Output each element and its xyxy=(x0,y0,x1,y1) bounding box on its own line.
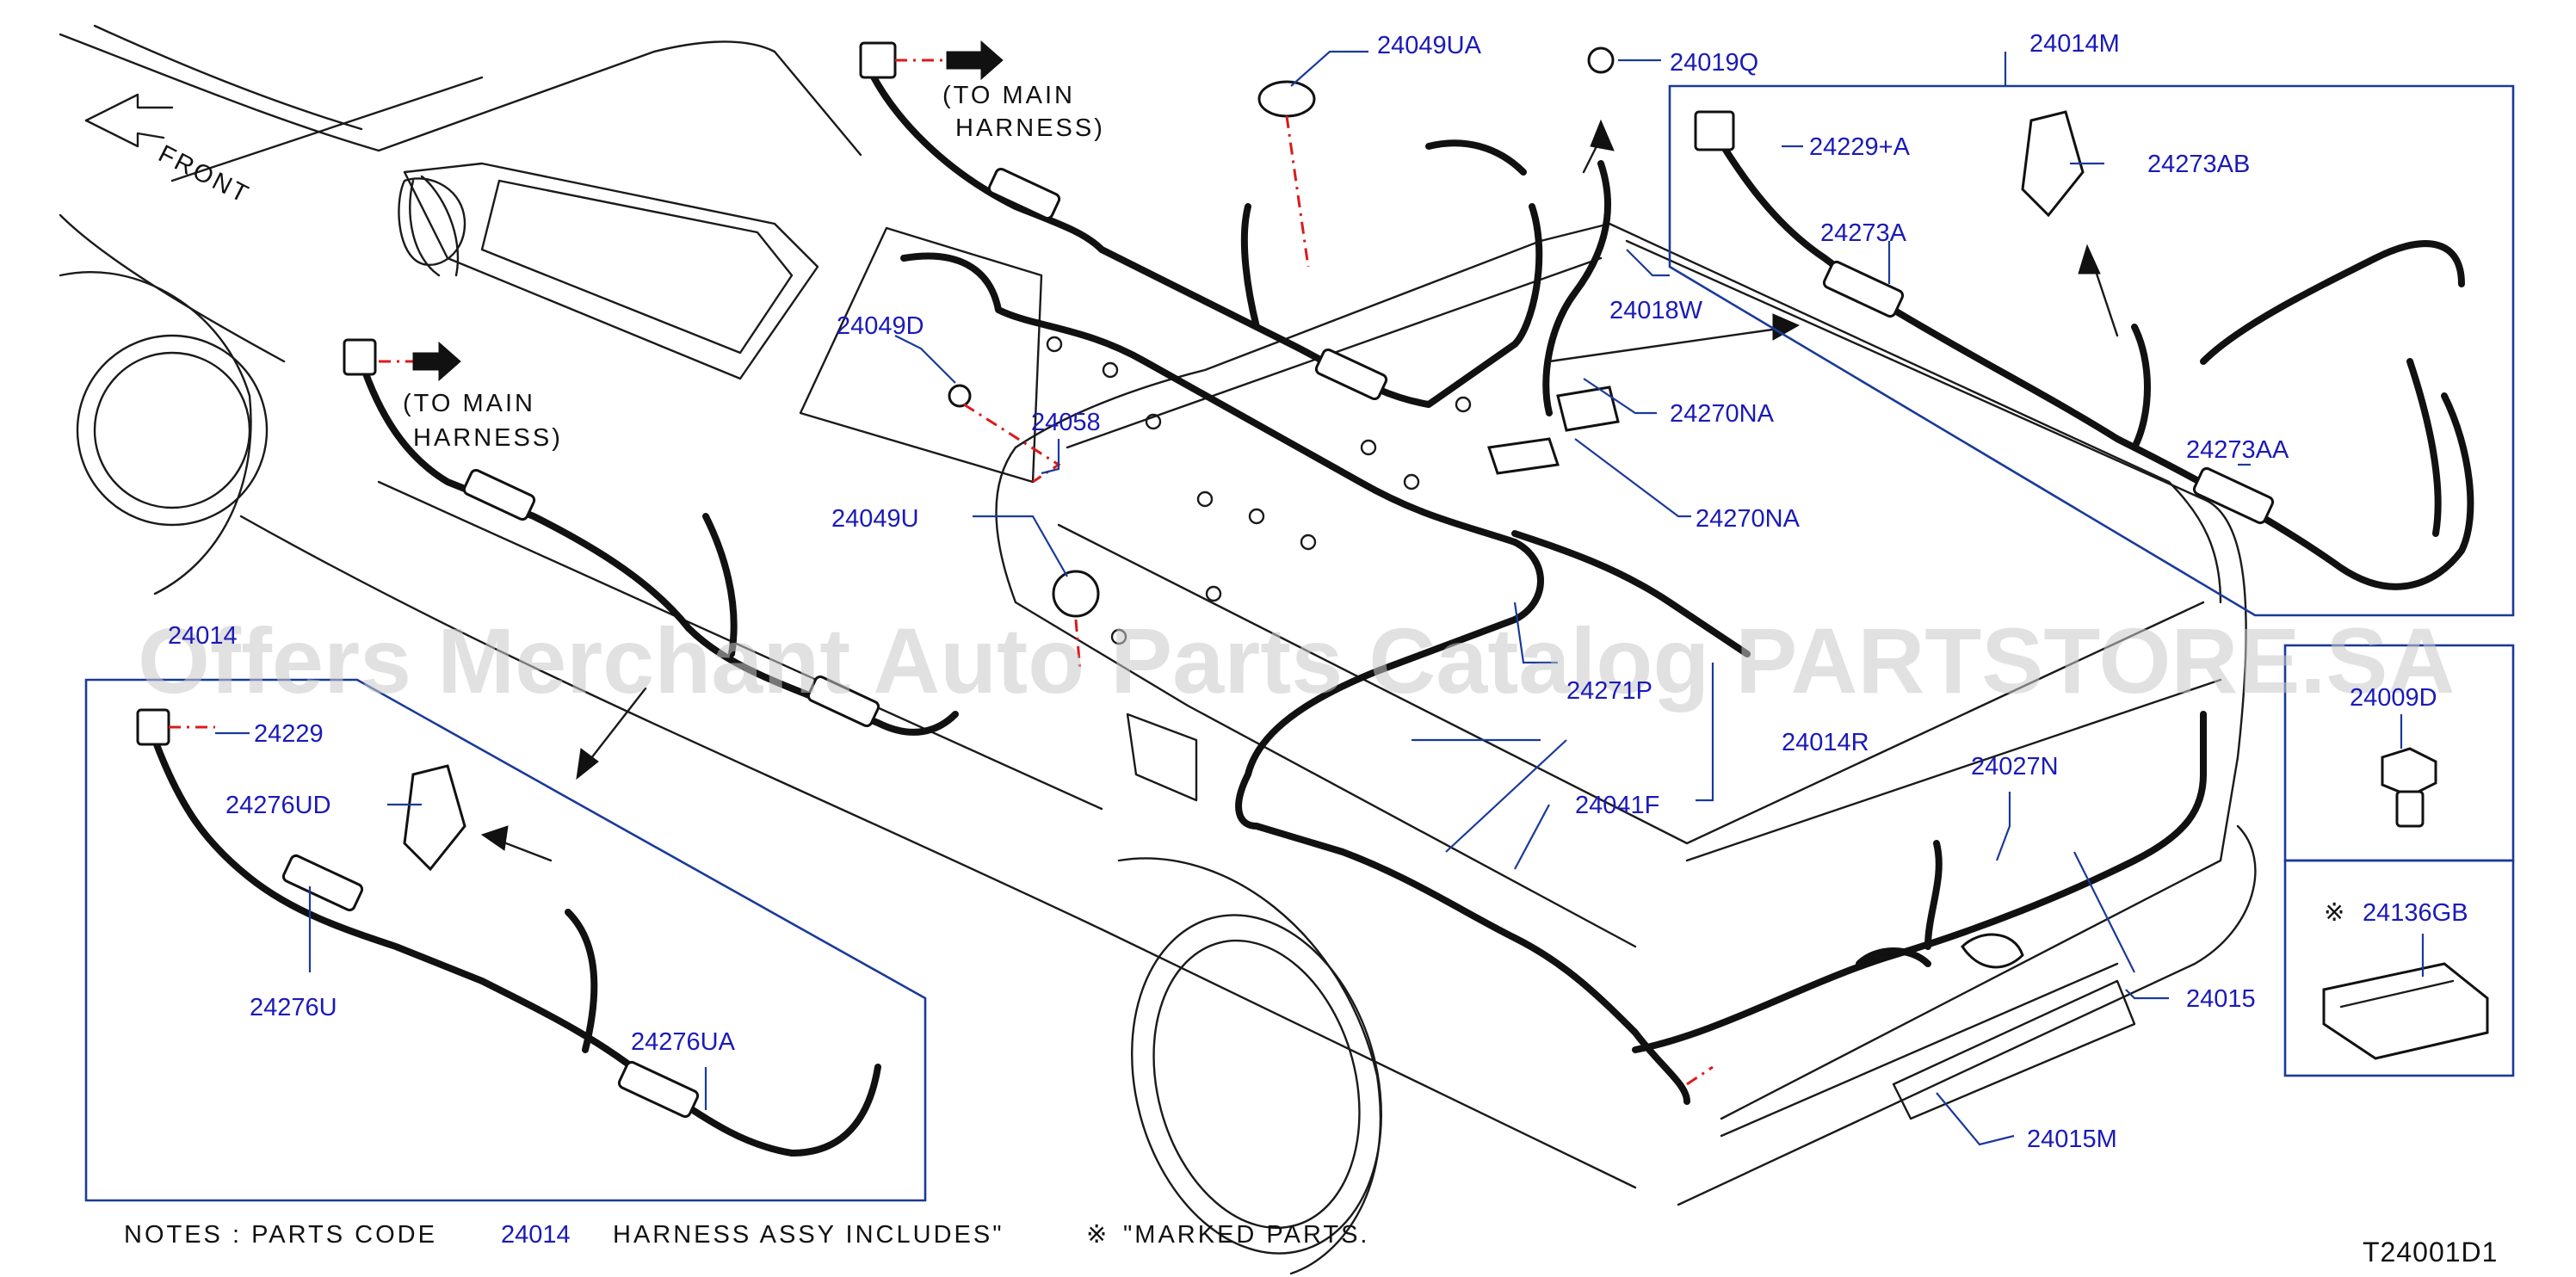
leader-lines xyxy=(215,50,2425,1146)
label-24014: 24014 xyxy=(168,622,238,650)
marked-symbol-24136GB: ※ xyxy=(2324,899,2347,927)
to-main-harness-label-1: (TO MAIN xyxy=(942,82,1075,109)
label-24009D: 24009D xyxy=(2350,684,2437,712)
to-main-harness-label-1b: HARNESS) xyxy=(955,114,1105,142)
inset-box-24014 xyxy=(84,678,927,1202)
label-24229: 24229 xyxy=(254,720,324,748)
label-24273AA: 24273AA xyxy=(2186,436,2289,464)
label-24041F: 24041F xyxy=(1575,792,1659,819)
front-label: FRONT xyxy=(154,140,255,210)
label-24019Q: 24019Q xyxy=(1670,49,1758,77)
label-24276UA: 24276UA xyxy=(631,1028,736,1056)
notes-prefix: NOTES : PARTS CODE xyxy=(124,1221,437,1249)
label-24276UD: 24276UD xyxy=(225,792,331,819)
label-24018W: 24018W xyxy=(1609,297,1703,324)
harness-left xyxy=(358,358,959,736)
label-24015M: 24015M xyxy=(2027,1126,2117,1153)
inset-box-24136GB xyxy=(2283,859,2515,1077)
bed-holes xyxy=(1046,336,1472,645)
label-24058: 24058 xyxy=(1031,409,1101,436)
label-24270NA-1: 24270NA xyxy=(1670,400,1775,428)
bolt-24009D-drawing xyxy=(2381,747,2437,828)
label-24049D: 24049D xyxy=(837,312,924,340)
to-main-harness-label-2: (TO MAIN xyxy=(403,390,535,417)
to-main-harness-label-2b: HARNESS) xyxy=(413,424,563,452)
label-24229A: 24229+A xyxy=(1809,133,1911,161)
label-24273A: 24273A xyxy=(1820,219,1907,247)
connectors xyxy=(136,41,2275,1119)
notes-marked-parts: "MARKED PARTS. xyxy=(1123,1221,1370,1249)
label-24271P: 24271P xyxy=(1566,677,1652,705)
notes-marked-symbol: ※ xyxy=(1086,1221,1109,1249)
harness-main xyxy=(866,65,2207,1105)
figure-code: T24001D1 xyxy=(2363,1237,2498,1268)
label-24014M: 24014M xyxy=(2029,30,2120,58)
red-guide-lines xyxy=(169,59,1714,1086)
label-24049UA: 24049UA xyxy=(1377,32,1482,59)
vehicle-outline xyxy=(59,24,2257,1275)
part-labels: FRONT (TO MAIN HARNESS) (TO MAIN HARNESS… xyxy=(154,30,2468,1153)
notes: NOTES : PARTS CODE 24014 HARNESS ASSY IN… xyxy=(124,1221,1370,1249)
watermark: Offers Merchant Auto Parts Catalog PARTS… xyxy=(138,608,2455,713)
clip-24136GB-drawing xyxy=(2322,962,2489,1060)
harness-inset-24014 xyxy=(151,737,881,1157)
label-24276U: 24276U xyxy=(250,994,337,1021)
notes-suffix: HARNESS ASSY INCLUDES" xyxy=(613,1221,1004,1249)
label-24136GB: 24136GB xyxy=(2363,899,2468,927)
label-24270NA-2: 24270NA xyxy=(1696,505,1801,533)
inset-box-24014M xyxy=(1668,84,2515,617)
label-24015: 24015 xyxy=(2186,985,2256,1013)
label-24027N: 24027N xyxy=(1971,753,2059,780)
label-24014R: 24014R xyxy=(1782,729,1869,756)
notes-parts-code: 24014 xyxy=(501,1221,571,1249)
label-24049U: 24049U xyxy=(831,505,919,533)
label-24273AB: 24273AB xyxy=(2147,151,2250,178)
